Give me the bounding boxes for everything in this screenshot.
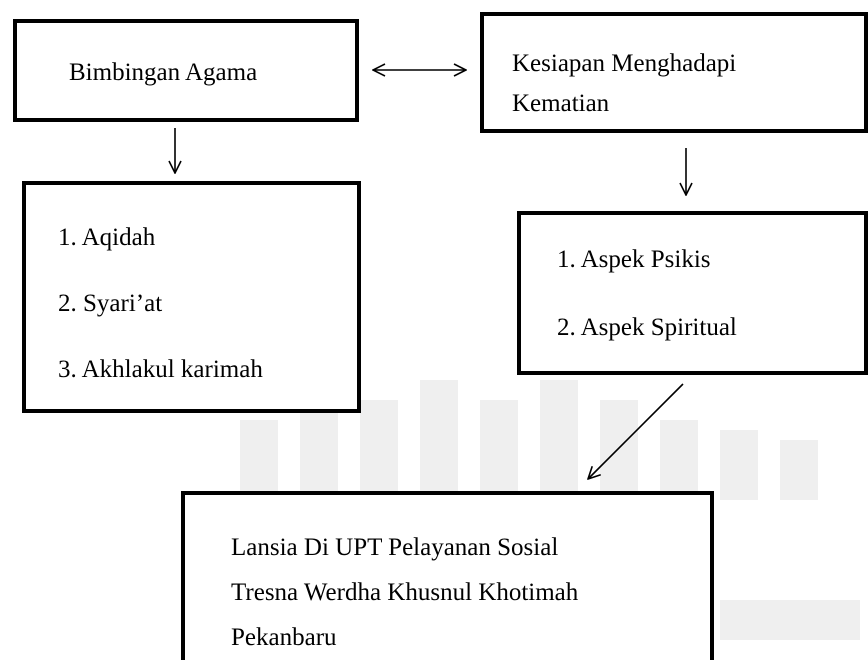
node-bimbingan-label: Bimbingan Agama	[69, 59, 258, 86]
node-kesiapan-line1: Kesiapan Menghadapi	[512, 50, 737, 77]
list-item-aqidah: 1. Aqidah	[58, 224, 156, 251]
node-lansia: Lansia Di UPT Pelayanan Sosial Tresna We…	[181, 491, 714, 660]
edge-aspek-lansia	[588, 383, 684, 479]
list-item-syariat: 2. Syari’at	[58, 290, 163, 317]
node-kesiapan: Kesiapan Menghadapi Kematian	[480, 12, 868, 133]
node-aspek-list: 1. Aspek Psikis 2. Aspek Spiritual	[517, 211, 868, 375]
list-item-akhlakul: 3. Akhlakul karimah	[58, 356, 263, 383]
node-lansia-line2: Tresna Werdha Khusnul Khotimah	[231, 579, 579, 606]
node-kesiapan-line2: Kematian	[512, 90, 610, 117]
node-bimbingan-agama: Bimbingan Agama	[13, 19, 359, 122]
list-item-aspek-psikis: 1. Aspek Psikis	[557, 246, 711, 273]
node-lansia-line1: Lansia Di UPT Pelayanan Sosial	[231, 534, 559, 561]
list-item-aspek-spiritual: 2. Aspek Spiritual	[557, 314, 737, 341]
node-aqidah-list: 1. Aqidah 2. Syari’at 3. Akhlakul karima…	[22, 181, 361, 413]
node-lansia-line3: Pekanbaru	[231, 624, 337, 651]
